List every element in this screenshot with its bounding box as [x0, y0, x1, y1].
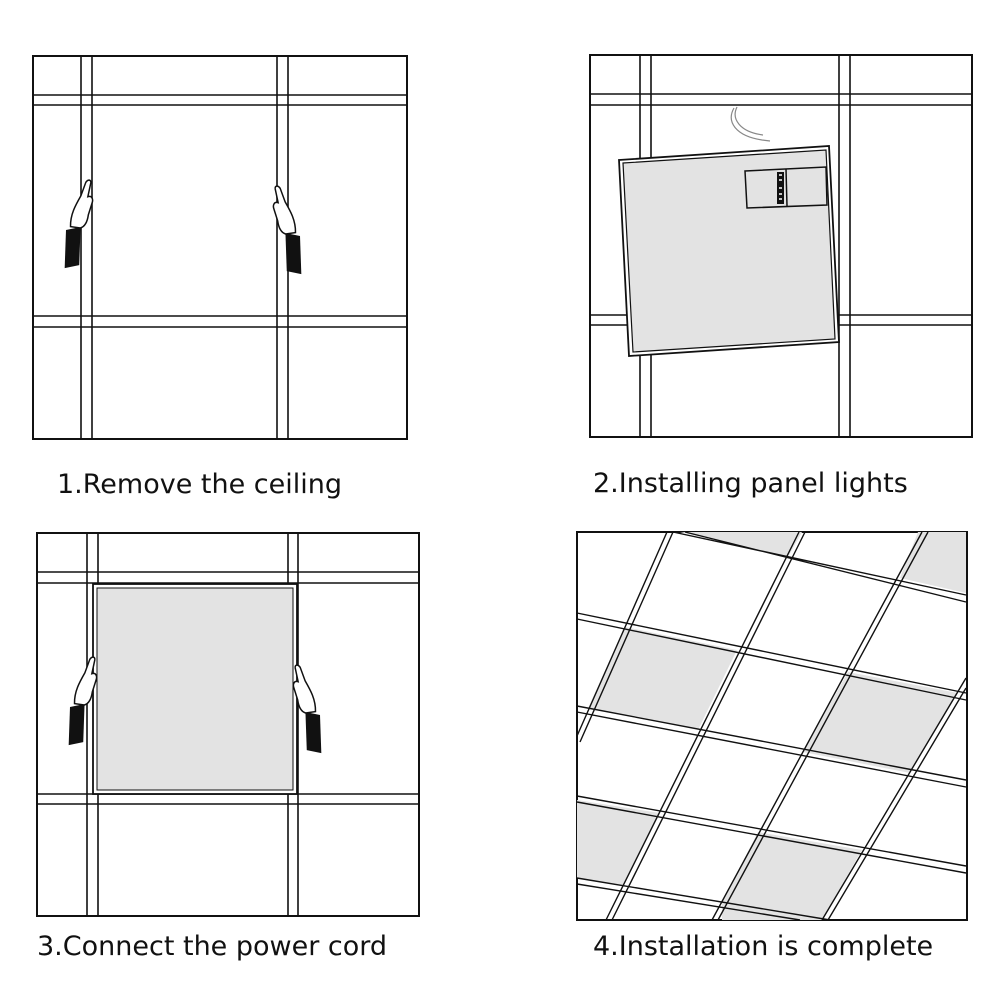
step-3-caption: 3.Connect the power cord [37, 931, 387, 962]
step-1-caption: 1.Remove the ceiling [57, 469, 342, 500]
step-4-illustration [576, 531, 968, 921]
step-2-illustration [589, 54, 973, 438]
panel-light [92, 583, 298, 795]
step-2-caption: 2.Installing panel lights [593, 468, 908, 499]
power-cord-icon [730, 106, 771, 142]
installed-panels [577, 532, 966, 920]
driver-box-icon [744, 166, 828, 209]
ceiling-grid [576, 531, 967, 921]
step-3-illustration [36, 532, 420, 917]
step-1-illustration [32, 55, 408, 440]
step-4-caption: 4.Installation is complete [593, 931, 933, 962]
